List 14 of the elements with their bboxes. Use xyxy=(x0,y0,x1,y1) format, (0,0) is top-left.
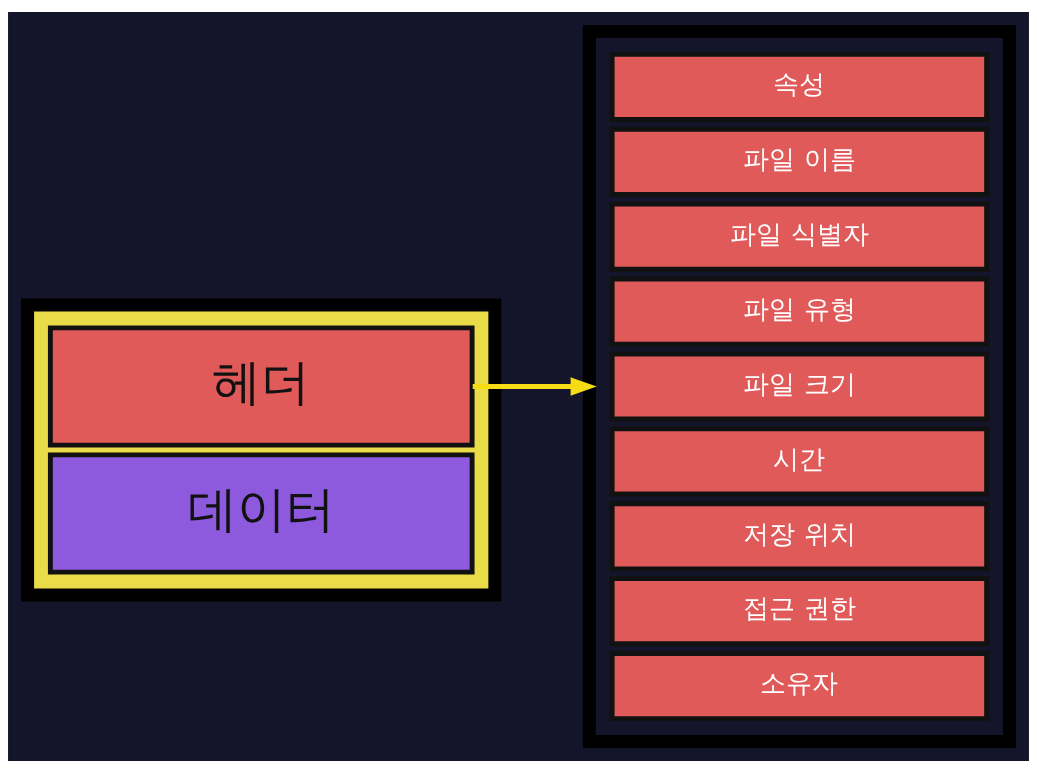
node-box: 시간 xyxy=(609,425,990,496)
cluster xyxy=(582,24,1016,748)
node-box: 파일 이름 xyxy=(609,126,990,197)
node-box: 속성 xyxy=(609,51,990,122)
node-box: 저장 위치 xyxy=(609,500,990,571)
node-box: 소유자 xyxy=(609,650,990,721)
node-box: 데이터 xyxy=(47,451,475,575)
arrow xyxy=(472,376,597,396)
cluster xyxy=(21,298,502,601)
node-box: 헤더 xyxy=(47,324,475,448)
node-box: 파일 식별자 xyxy=(609,201,990,272)
node-box: 접근 권한 xyxy=(609,575,990,646)
node-box: 파일 크기 xyxy=(609,351,990,421)
node-box: 파일 유형 xyxy=(609,276,990,347)
